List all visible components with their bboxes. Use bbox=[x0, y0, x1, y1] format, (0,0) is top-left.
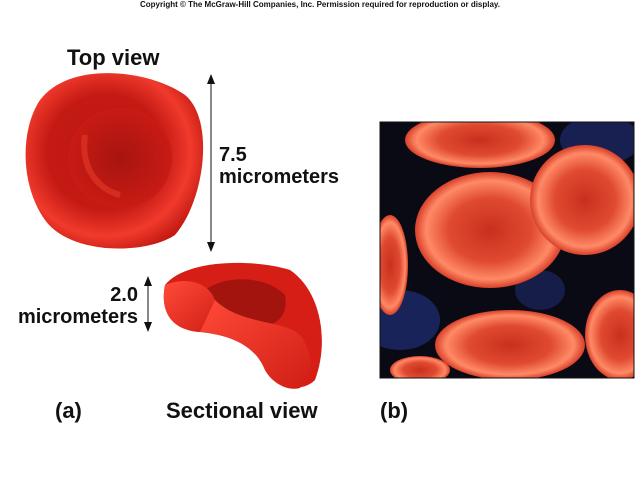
diameter-label: 7.5 micrometers bbox=[219, 144, 339, 188]
diameter-arrow bbox=[207, 74, 215, 252]
thickness-arrow bbox=[144, 276, 152, 332]
panel-a-label: (a) bbox=[55, 398, 82, 423]
sectional-view-label: Sectional view bbox=[166, 398, 318, 423]
thickness-unit: micrometers bbox=[17, 306, 138, 328]
copyright-notice: Copyright © The McGraw-Hill Companies, I… bbox=[139, 0, 501, 9]
rbc-micrograph bbox=[380, 122, 634, 378]
rbc-sectional-view bbox=[163, 262, 322, 389]
thickness-value: 2.0 bbox=[110, 284, 138, 306]
micrograph-frame bbox=[379, 121, 635, 379]
top-view-label: Top view bbox=[67, 45, 160, 70]
panel-b-label: (b) bbox=[380, 398, 409, 423]
rbc-top-view bbox=[25, 73, 204, 249]
thickness-label: 2.0 micrometers bbox=[6, 284, 138, 328]
diameter-value: 7.5 bbox=[219, 144, 247, 166]
diameter-unit: micrometers bbox=[219, 166, 340, 188]
